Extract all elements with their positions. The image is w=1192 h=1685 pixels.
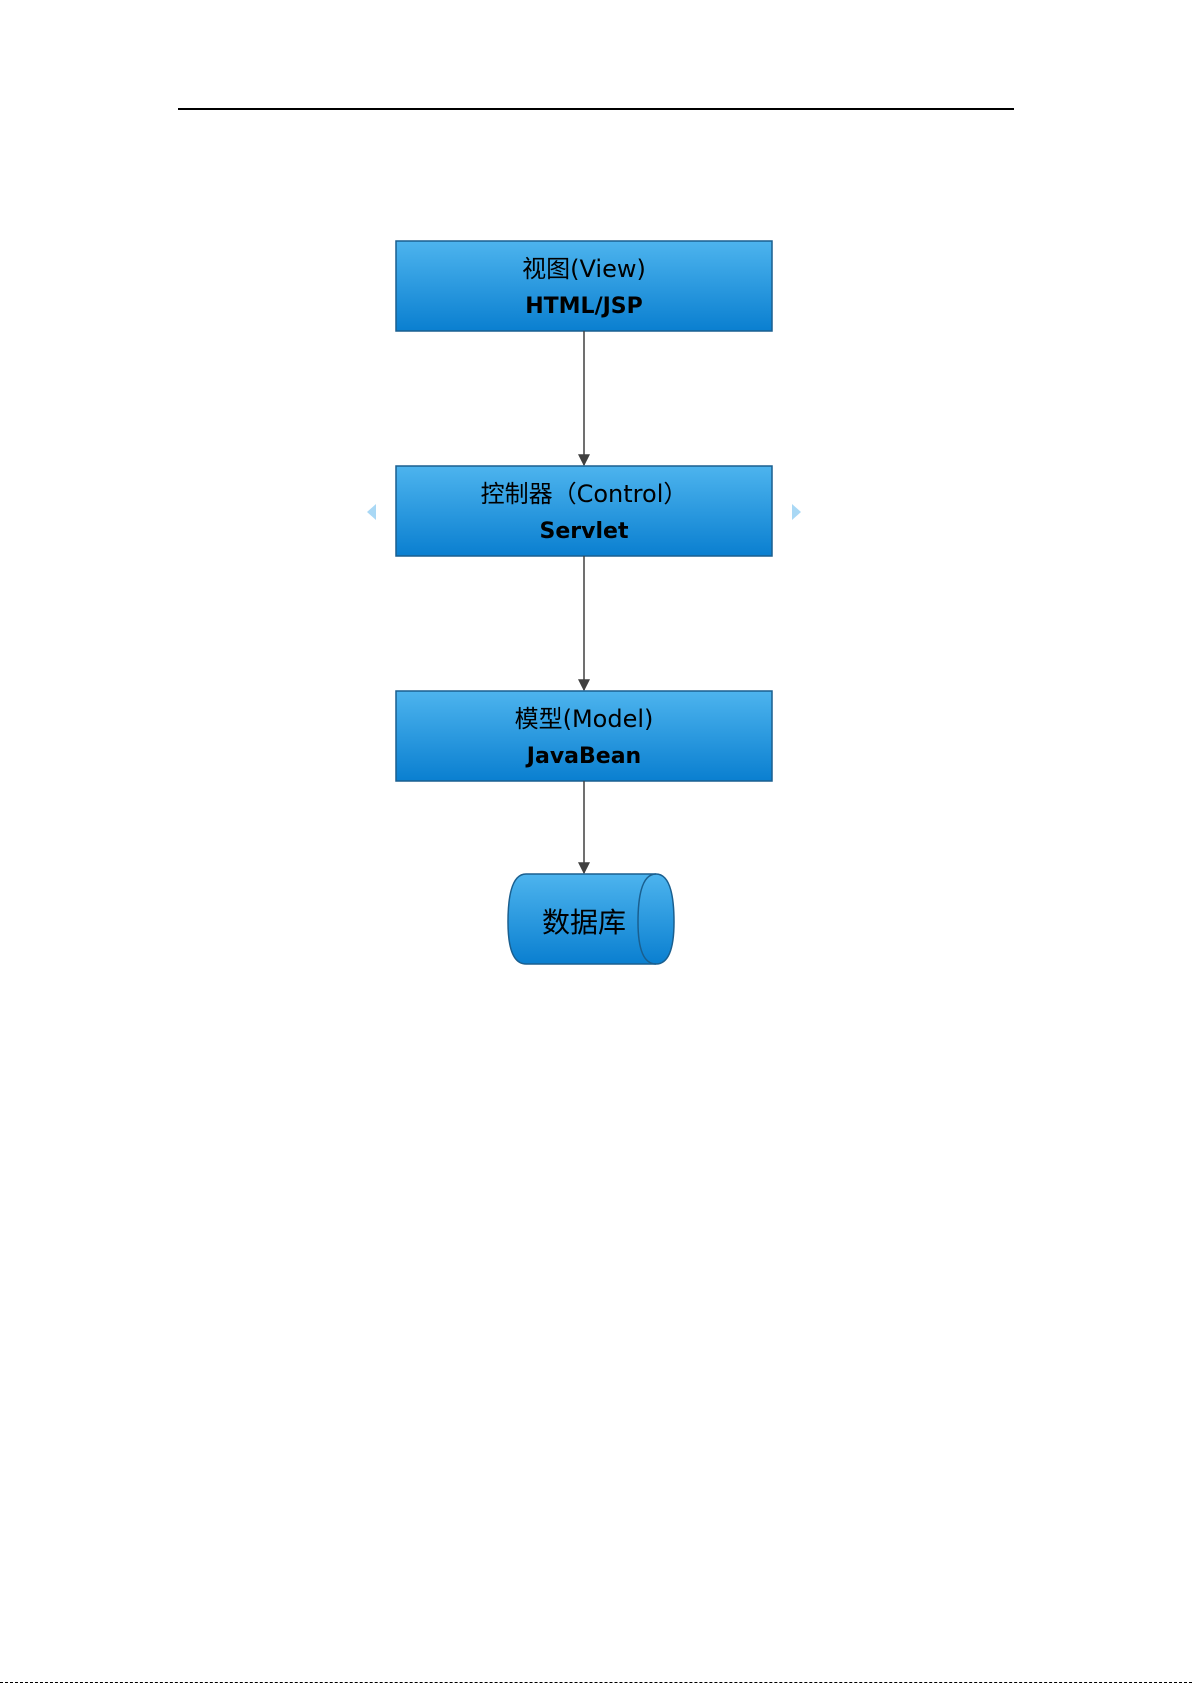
model-node-title: 模型(Model) — [515, 705, 654, 733]
control-node: 控制器（Control） Servlet — [396, 466, 772, 556]
database-node: 数据库 — [508, 874, 674, 964]
control-node-subtitle: Servlet — [540, 519, 629, 544]
page-bottom-edge — [0, 1682, 1192, 1684]
right-handle-icon — [792, 504, 801, 520]
view-node-subtitle: HTML/JSP — [525, 294, 643, 319]
control-node-title: 控制器（Control） — [481, 480, 688, 508]
left-handle-icon — [367, 504, 376, 520]
view-node-title: 视图(View) — [522, 255, 646, 283]
view-node: 视图(View) HTML/JSP — [396, 241, 772, 331]
database-label: 数据库 — [542, 906, 626, 939]
model-node-subtitle: JavaBean — [525, 744, 641, 769]
model-node: 模型(Model) JavaBean — [396, 691, 772, 781]
